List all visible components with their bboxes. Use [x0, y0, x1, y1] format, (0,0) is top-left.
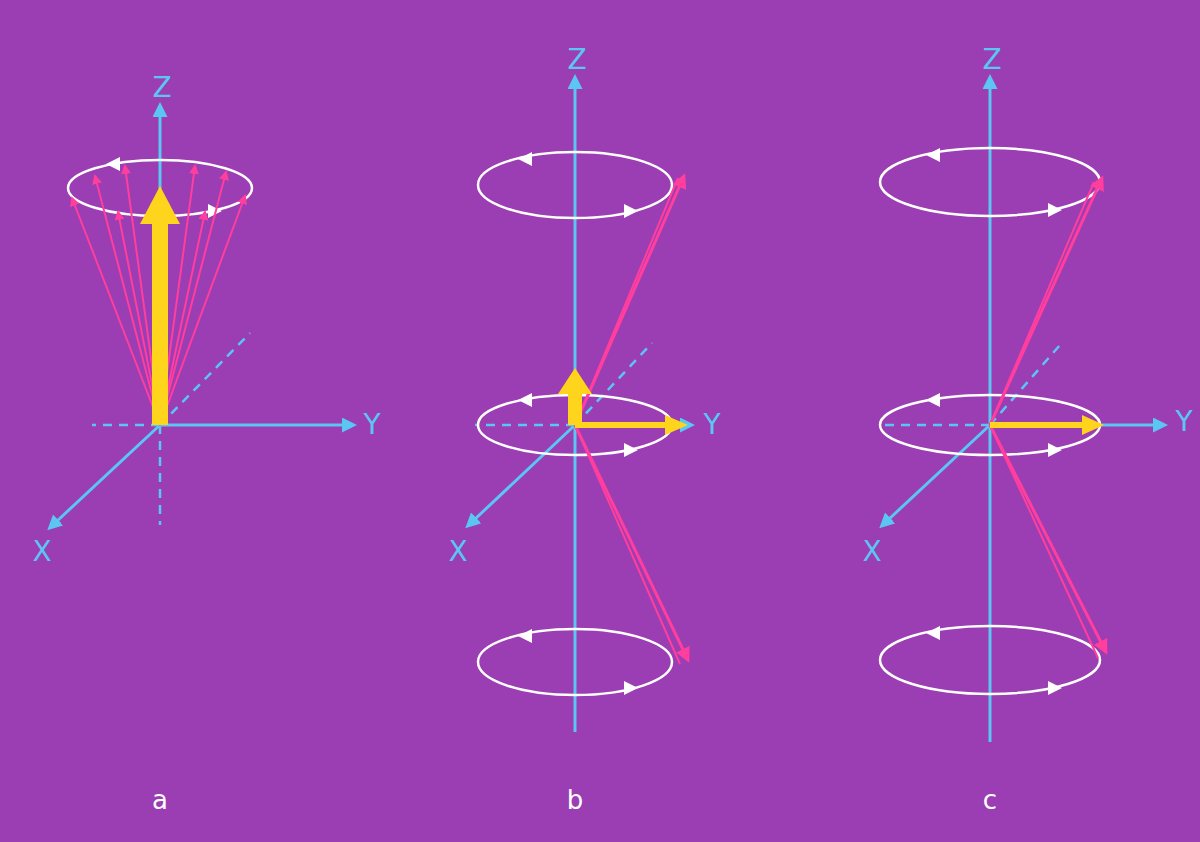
spin-vector: [990, 178, 1102, 425]
spin-vector: [575, 425, 680, 664]
x-axis: [888, 425, 990, 520]
precession-arrowhead: [1048, 443, 1062, 457]
precession-ellipse: [478, 152, 672, 218]
axis-label: X: [32, 538, 51, 566]
axis-label: Y: [1175, 408, 1192, 436]
precession-arrowhead: [518, 393, 532, 407]
x-axis: [56, 425, 160, 522]
precession-arrowhead: [926, 626, 940, 640]
panel-b: [474, 86, 688, 732]
transverse-magnetization-head: [1082, 415, 1104, 435]
spin-vector: [990, 425, 1098, 658]
y-axis: [160, 424, 345, 427]
dashed-axis: [880, 424, 990, 427]
panel-letter: a: [152, 787, 168, 813]
dashed-axis: [990, 345, 1060, 425]
panel-a: [56, 114, 345, 525]
spin-vector: [575, 425, 688, 660]
z-axis: [989, 86, 992, 742]
dashed-axis: [159, 425, 162, 525]
spin-vector: [160, 196, 245, 425]
precession-ellipse: [880, 626, 1100, 694]
precession-arrowhead: [1048, 681, 1062, 695]
spin-vector: [990, 425, 1106, 652]
panel-c: [880, 86, 1156, 742]
precession-arrowhead: [106, 157, 120, 171]
precession-ellipse: [880, 395, 1100, 455]
axis-label: Z: [982, 46, 1001, 74]
spin-vector: [575, 176, 684, 425]
axis-label: Z: [152, 74, 171, 102]
spin-vector: [72, 198, 160, 425]
precession-arrowhead: [926, 148, 940, 162]
axis-label: X: [862, 538, 881, 566]
axis-label: Y: [703, 411, 720, 439]
precession-arrowhead: [624, 204, 638, 218]
dashed-axis: [575, 343, 652, 425]
precession-arrowhead: [926, 393, 940, 407]
panel-letter: b: [567, 787, 584, 813]
axis-label: Y: [363, 411, 380, 439]
dashed-axis: [475, 424, 575, 427]
transverse-magnetization-head: [665, 415, 688, 435]
precession-arrowhead: [518, 629, 532, 643]
precession-ellipse: [880, 148, 1100, 216]
net-magnetization-shaft: [152, 222, 168, 425]
precession-arrowhead: [624, 443, 638, 457]
spin-vector: [990, 182, 1094, 425]
panel-letter: c: [983, 787, 997, 813]
net-magnetization-head: [558, 368, 592, 394]
axis-label: X: [448, 538, 467, 566]
precession-arrowhead: [624, 681, 638, 695]
transverse-magnetization-shaft: [575, 422, 667, 428]
net-magnetization-head: [140, 186, 180, 224]
precession-arrowhead: [1048, 203, 1062, 217]
precession-ellipse: [478, 629, 672, 695]
transverse-magnetization-shaft: [990, 422, 1085, 428]
precession-arrowhead: [518, 152, 532, 166]
dashed-axis: [160, 333, 250, 425]
axis-label: Z: [567, 46, 586, 74]
spin-vector: [575, 178, 678, 425]
dashed-axis: [92, 424, 160, 427]
net-magnetization-shaft: [568, 392, 582, 425]
